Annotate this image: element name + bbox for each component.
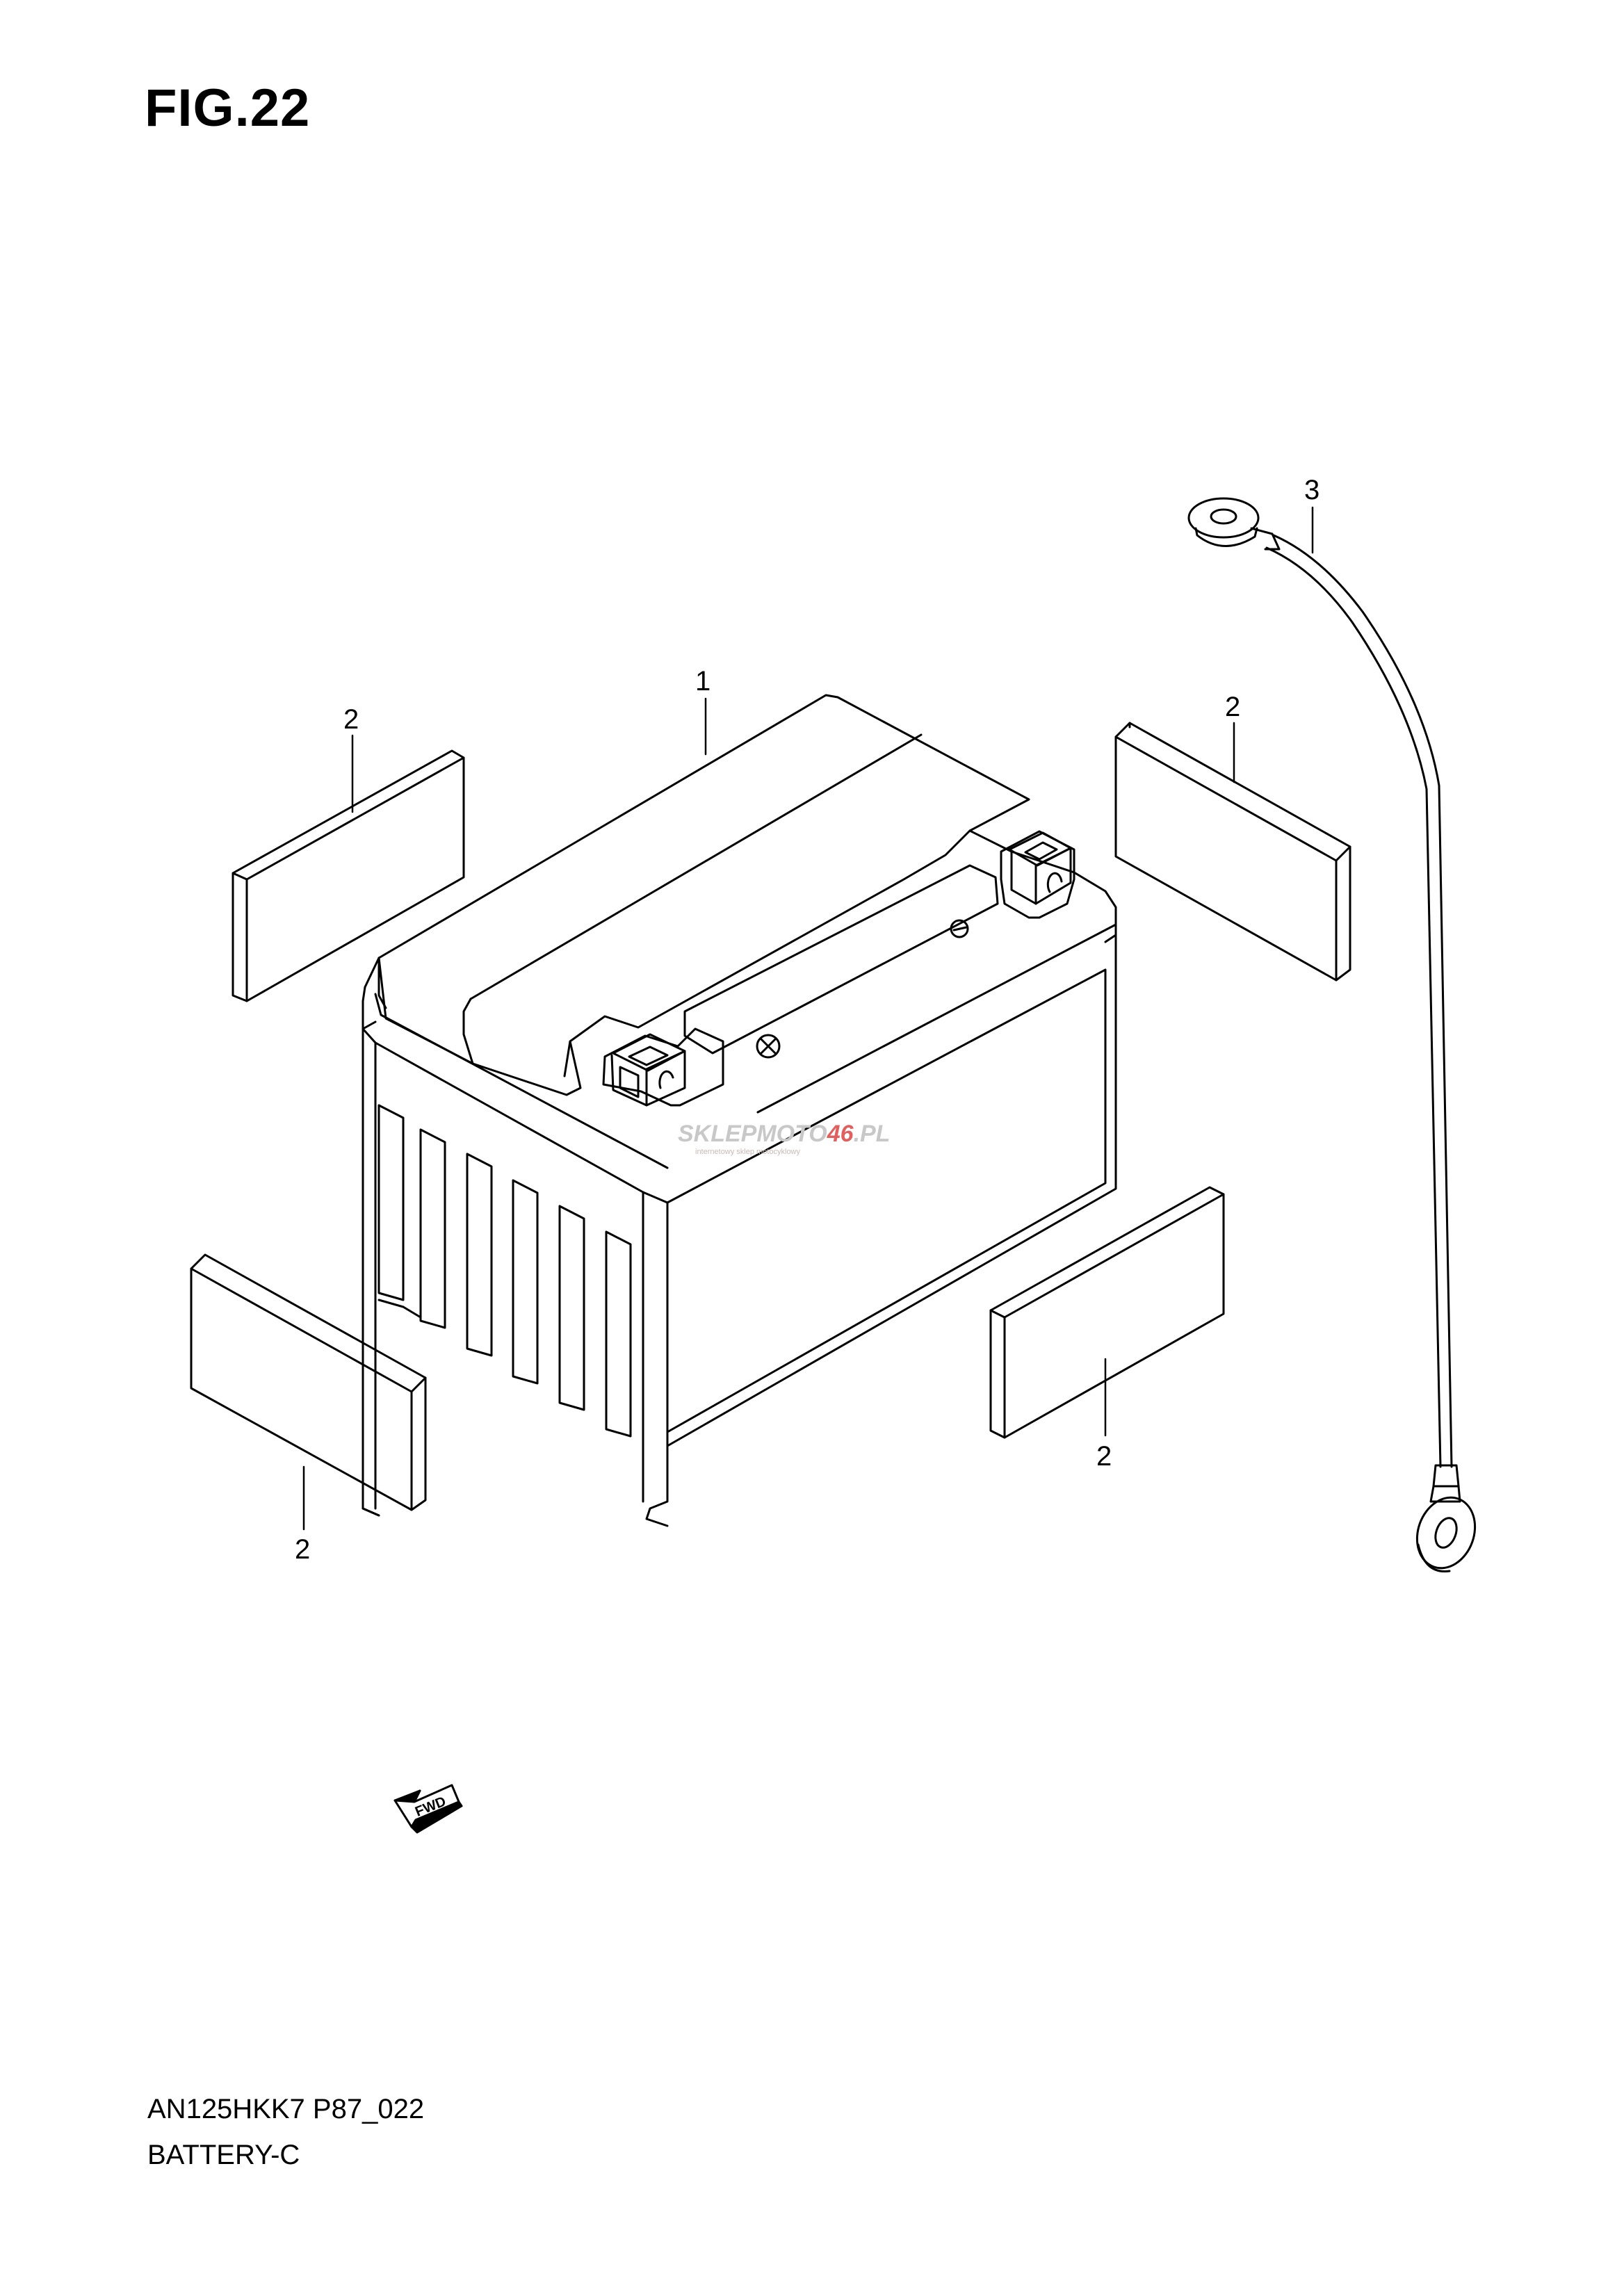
part-code: AN125HKK7 P87_022 [147,2094,425,2124]
callout-battery: 1 [695,666,710,697]
watermark-text-a: SKLEP [678,1121,757,1147]
callout-pad-top-left: 2 [343,704,359,735]
pad-top-right [1114,722,1351,982]
callout-cable: 3 [1304,475,1320,505]
callout-pad-bottom-left: 2 [295,1534,310,1565]
watermark-text-c: 46 [827,1121,854,1147]
callout-pad-top-right: 2 [1225,692,1240,722]
watermark-logo: SKLEPMOTO46.PL internetowy sklep motocyk… [678,1121,890,1156]
figure-title: FIG.22 [145,79,311,138]
svg-text:SKLEPMOTO46.PL: SKLEPMOTO46.PL [678,1121,890,1147]
battery [362,694,1117,1527]
pad-bottom-left [190,1253,427,1511]
watermark-text-b: MOTO [756,1121,827,1147]
battery-terminal-front [602,1027,724,1107]
callout-pad-bottom-right: 2 [1096,1441,1112,1472]
battery-cable [1187,497,1477,1573]
section-name: BATTERY-C [147,2140,300,2170]
pad-bottom-right [989,1186,1225,1439]
watermark-text-d: .PL [854,1121,891,1147]
pad-top-left [232,749,465,1002]
watermark-subtext: internetowy sklep motocyklowy [695,1148,801,1156]
leader-lines [302,506,1314,1531]
battery-terminal-rear [1000,830,1075,919]
forward-arrow-icon: FWD [393,1784,463,1834]
